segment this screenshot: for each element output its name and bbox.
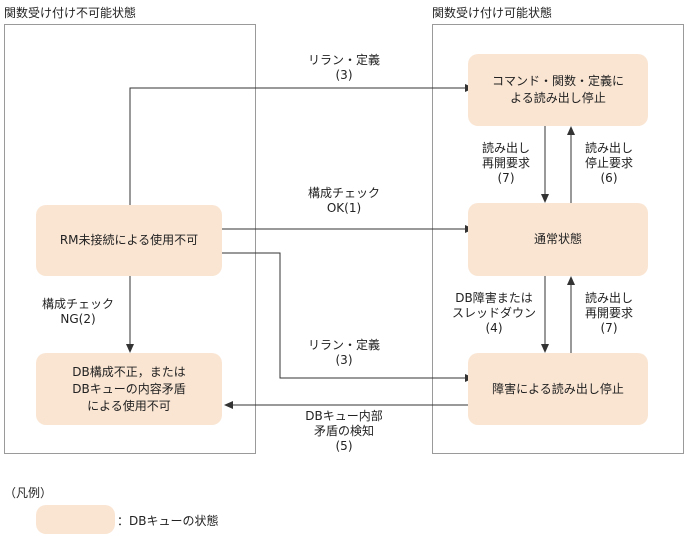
label-config-ng: 構成チェック NG(2) <box>30 297 126 327</box>
label-rerun-bottom: リラン・定義 (3) <box>284 338 404 368</box>
label-rerun-bottom-line-1: リラン・定義 <box>307 338 380 352</box>
legend-title: （凡例） <box>4 486 53 500</box>
legend-text: ：DBキューの状態 <box>117 514 219 528</box>
state-db-invalid-line-2: DBキューの内容矛盾 <box>72 381 186 396</box>
arrowhead-inconsistency <box>224 401 233 409</box>
label-inconsistency: DBキュー内部 矛盾の検知 (5) <box>284 409 404 454</box>
right-panel-title: 関数受け付け可能状態 <box>432 6 553 20</box>
state-db-invalid-line-3: による使用不可 <box>87 398 171 413</box>
label-rerun-top-line-1: リラン・定義 <box>307 53 380 67</box>
label-config-ng-line-1: 構成チェック <box>41 297 114 311</box>
state-rm-unconnected: RM未接続による使用不可 <box>36 205 222 276</box>
label-read-resume-bottom-line-1: 読み出し <box>584 291 633 305</box>
arrowhead-fault <box>541 344 549 353</box>
state-db-invalid-line-1: DB構成不正，または <box>72 364 186 379</box>
label-config-ng-line-2: NG(2) <box>60 312 96 326</box>
legend-swatch <box>36 505 115 534</box>
label-read-resume-bottom: 読み出し 再開要求 (7) <box>575 291 643 336</box>
arrow-rerun-bottom <box>222 252 468 379</box>
state-normal: 通常状態 <box>468 203 648 276</box>
label-read-resume-top-line-1: 読み出し <box>481 141 530 155</box>
label-read-resume-bottom-line-2: 再開要求 <box>584 306 633 320</box>
label-fault-line-1: DB障害または <box>455 291 533 305</box>
left-panel-title: 関数受け付け不可能状態 <box>4 6 137 20</box>
label-config-ok-line-1: 構成チェック <box>307 186 380 200</box>
state-db-invalid: DB構成不正，または DBキューの内容矛盾 による使用不可 <box>36 353 222 425</box>
label-fault-line-2: スレッドダウン <box>451 306 536 320</box>
state-stopped-by-fault-line: 障害による読み出し停止 <box>492 381 624 396</box>
state-rm-unconnected-line: RM未接続による使用不可 <box>59 233 199 247</box>
label-rerun-top: リラン・定義 (3) <box>284 53 404 83</box>
arrowhead-read-resume-top <box>541 194 549 203</box>
label-config-ok: 構成チェック OK(1) <box>284 186 404 216</box>
label-read-resume-top-line-3: (7) <box>497 171 515 185</box>
state-stopped-by-command-line-2: よる読み出し停止 <box>510 91 606 105</box>
label-inconsistency-line-3: (5) <box>335 439 353 453</box>
label-read-resume-bottom-line-3: (7) <box>600 321 618 335</box>
label-fault-line-3: (4) <box>485 321 503 335</box>
state-stopped-by-fault: 障害による読み出し停止 <box>468 353 648 425</box>
label-config-ok-line-2: OK(1) <box>326 201 362 215</box>
arrow-rerun-top <box>129 87 468 205</box>
label-inconsistency-line-1: DBキュー内部 <box>305 409 383 423</box>
label-read-stop-line-1: 読み出し <box>584 141 633 155</box>
label-read-stop: 読み出し 停止要求 (6) <box>575 141 643 186</box>
label-rerun-bottom-line-2: (3) <box>335 353 353 367</box>
state-stopped-by-command: コマンド・関数・定義に よる読み出し停止 <box>468 54 648 126</box>
label-rerun-top-line-2: (3) <box>335 68 353 82</box>
state-stopped-by-command-line-1: コマンド・関数・定義に <box>491 74 624 88</box>
arrowhead-read-stop <box>567 126 575 135</box>
label-read-resume-top-line-2: 再開要求 <box>481 156 530 170</box>
label-read-stop-line-2: 停止要求 <box>584 156 633 170</box>
state-normal-line: 通常状態 <box>533 232 582 246</box>
label-read-resume-top: 読み出し 再開要求 (7) <box>472 141 540 186</box>
label-fault: DB障害または スレッドダウン (4) <box>446 291 542 336</box>
label-read-stop-line-3: (6) <box>600 171 618 185</box>
arrowhead-read-resume-bottom <box>567 276 575 285</box>
arrowhead-config-ng <box>126 344 134 353</box>
label-inconsistency-line-2: 矛盾の検知 <box>313 424 374 438</box>
